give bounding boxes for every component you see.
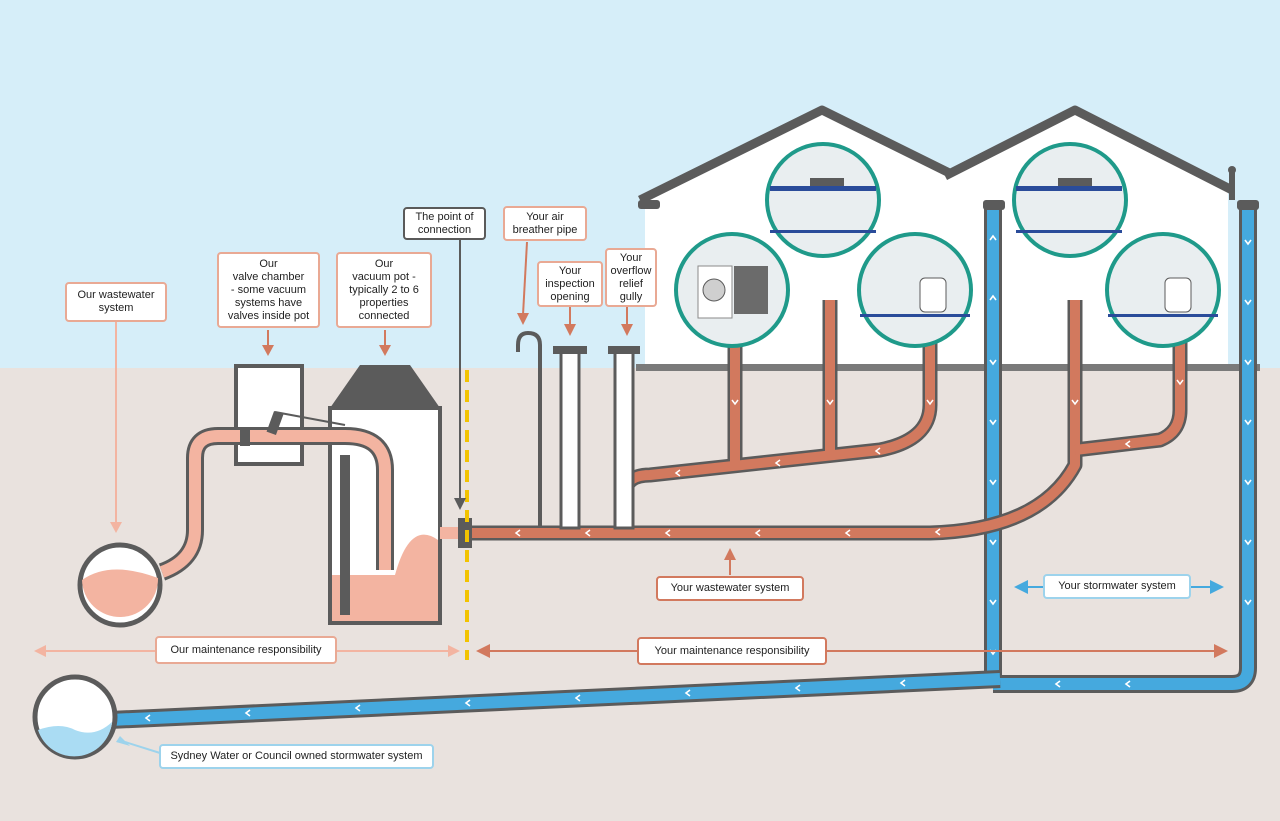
label-your-stormwater-system: Your stormwater system: [1043, 574, 1191, 599]
label-overflow-relief-gully: Your overflow relief gully: [605, 248, 657, 307]
vacuum-system: [77, 364, 472, 628]
label-valve-chamber: Our valve chamber - some vacuum systems …: [217, 252, 320, 328]
stormwater-pipes: [32, 200, 1259, 760]
risers: [516, 330, 640, 530]
fixture-bathroom-left: [857, 232, 973, 348]
label-your-maintenance: Your maintenance responsibility: [637, 637, 827, 665]
label-inspection-opening: Your inspection opening: [537, 261, 603, 307]
fixture-bathroom-right: [1105, 232, 1221, 348]
ground-slab: [636, 364, 1260, 371]
label-air-breather-pipe: Your air breather pipe: [503, 206, 587, 241]
fixture-laundry: [674, 232, 790, 348]
label-point-of-connection: The point of connection: [403, 207, 486, 240]
label-your-wastewater-system: Your wastewater system: [656, 576, 804, 601]
label-our-wastewater-system: Our wastewater system: [65, 282, 167, 322]
label-council-stormwater: Sydney Water or Council owned stormwater…: [159, 744, 434, 769]
fixture-kitchen-left: [765, 142, 881, 258]
label-vacuum-pot: Our vacuum pot - typically 2 to 6 proper…: [336, 252, 432, 328]
label-our-maintenance: Our maintenance responsibility: [155, 636, 337, 664]
fixture-kitchen-right: [1012, 142, 1128, 258]
callout-connectors: [110, 240, 736, 754]
